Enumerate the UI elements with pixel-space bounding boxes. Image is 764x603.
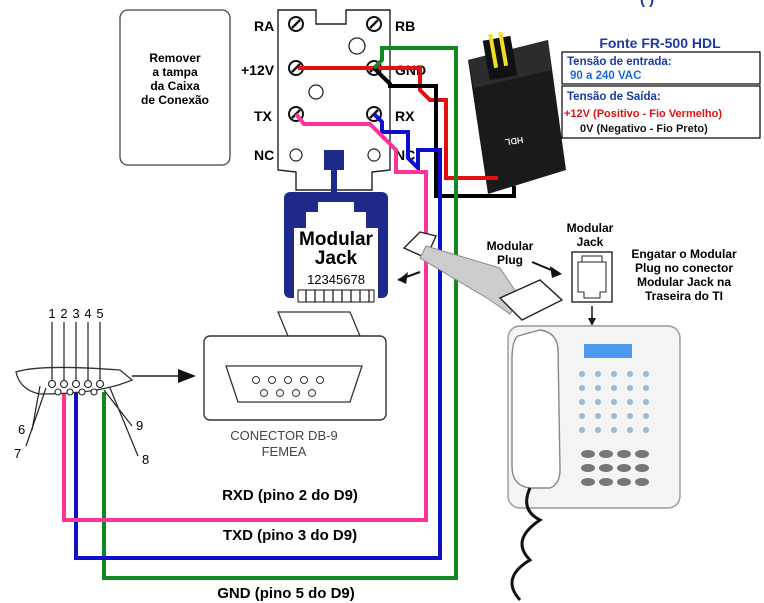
gnd-label: GND (pino 5 do D9) [217, 585, 355, 602]
top-title-fragment: ( ) [640, 0, 654, 8]
instruction-line-4: Traseira do TI [645, 289, 723, 303]
power-supply: HDL [468, 31, 566, 194]
db9-pin-6: 6 [18, 422, 25, 437]
instruction-line-1: Engatar o Modular [631, 247, 737, 261]
db9-pin-9: 9 [136, 418, 143, 433]
phone-jack-label-line1: Modular [567, 221, 614, 235]
phone-modular-jack [571, 251, 613, 326]
label-nc-left: NC [254, 147, 274, 163]
rxd-wire [62, 112, 428, 522]
terminal-block [277, 9, 391, 191]
db9-pin-4: 4 [84, 306, 91, 321]
arrow-to-jack-head [398, 272, 408, 284]
input-voltage-value: 90 a 240 VAC [570, 70, 641, 82]
label-12v: +12V [241, 62, 275, 78]
output-voltage-label: Tensão de Saída: [567, 91, 661, 103]
db9-label-line1: CONECTOR DB-9 [230, 428, 337, 443]
db9-wire-bundle [15, 322, 139, 457]
db9-connector [203, 311, 387, 421]
db9-pin-8: 8 [142, 452, 149, 467]
db9-pin-1: 1 [48, 306, 55, 321]
instruction-line-3: Modular Jack na [637, 275, 731, 289]
arrow-to-db9-head [178, 369, 196, 383]
instruction-line-2: Plug no conector [635, 261, 733, 275]
label-rb: RB [395, 18, 415, 34]
modular-plug [402, 231, 564, 321]
plug-label-line2: Plug [497, 253, 523, 267]
note-line-3: da Caixa [150, 79, 200, 93]
note-line-1: Remover [149, 51, 201, 65]
black-power-wire [372, 66, 516, 198]
rxd-label: RXD (pino 2 do D9) [222, 487, 358, 504]
phone-jack-label-line2: Jack [577, 235, 604, 249]
jack-pin-numbers: 12345678 [307, 272, 365, 287]
db9-label-line2: FEMEA [262, 444, 307, 459]
jack-label-line2: Jack [315, 248, 358, 269]
jack-label-line1: Modular [299, 229, 373, 250]
jack-connector-bar [331, 170, 337, 192]
input-voltage-label: Tensão de entrada: [567, 56, 672, 68]
txd-wire [74, 112, 442, 560]
label-tx: TX [254, 108, 273, 124]
output-positive: +12V (Positivo - Fio Vermelho) [564, 108, 722, 120]
telephone-icon [507, 325, 681, 602]
output-negative: 0V (Negativo - Fio Preto) [580, 123, 708, 135]
db9-pin-2: 2 [60, 306, 67, 321]
db9-pin-3: 3 [72, 306, 79, 321]
note-line-4: de Conexão [141, 93, 209, 107]
note-line-2: a tampa [152, 65, 198, 79]
power-brand: HDL [504, 135, 524, 148]
label-rx: RX [395, 108, 415, 124]
red-power-wire [298, 66, 498, 180]
modular-jack [284, 192, 388, 303]
power-spec-box [561, 51, 761, 139]
note-box: Remover a tampa da Caixa de Conexão [119, 9, 231, 166]
label-ra: RA [254, 18, 274, 34]
gnd-wire [102, 46, 458, 580]
arrow-to-phone-jack-head [550, 266, 562, 278]
plug-label-line1: Modular [487, 239, 534, 253]
power-title: Fonte FR-500 HDL [599, 35, 721, 51]
txd-label: TXD (pino 3 do D9) [223, 527, 357, 544]
db9-pin-7: 7 [14, 446, 21, 461]
db9-pin-5: 5 [96, 306, 103, 321]
